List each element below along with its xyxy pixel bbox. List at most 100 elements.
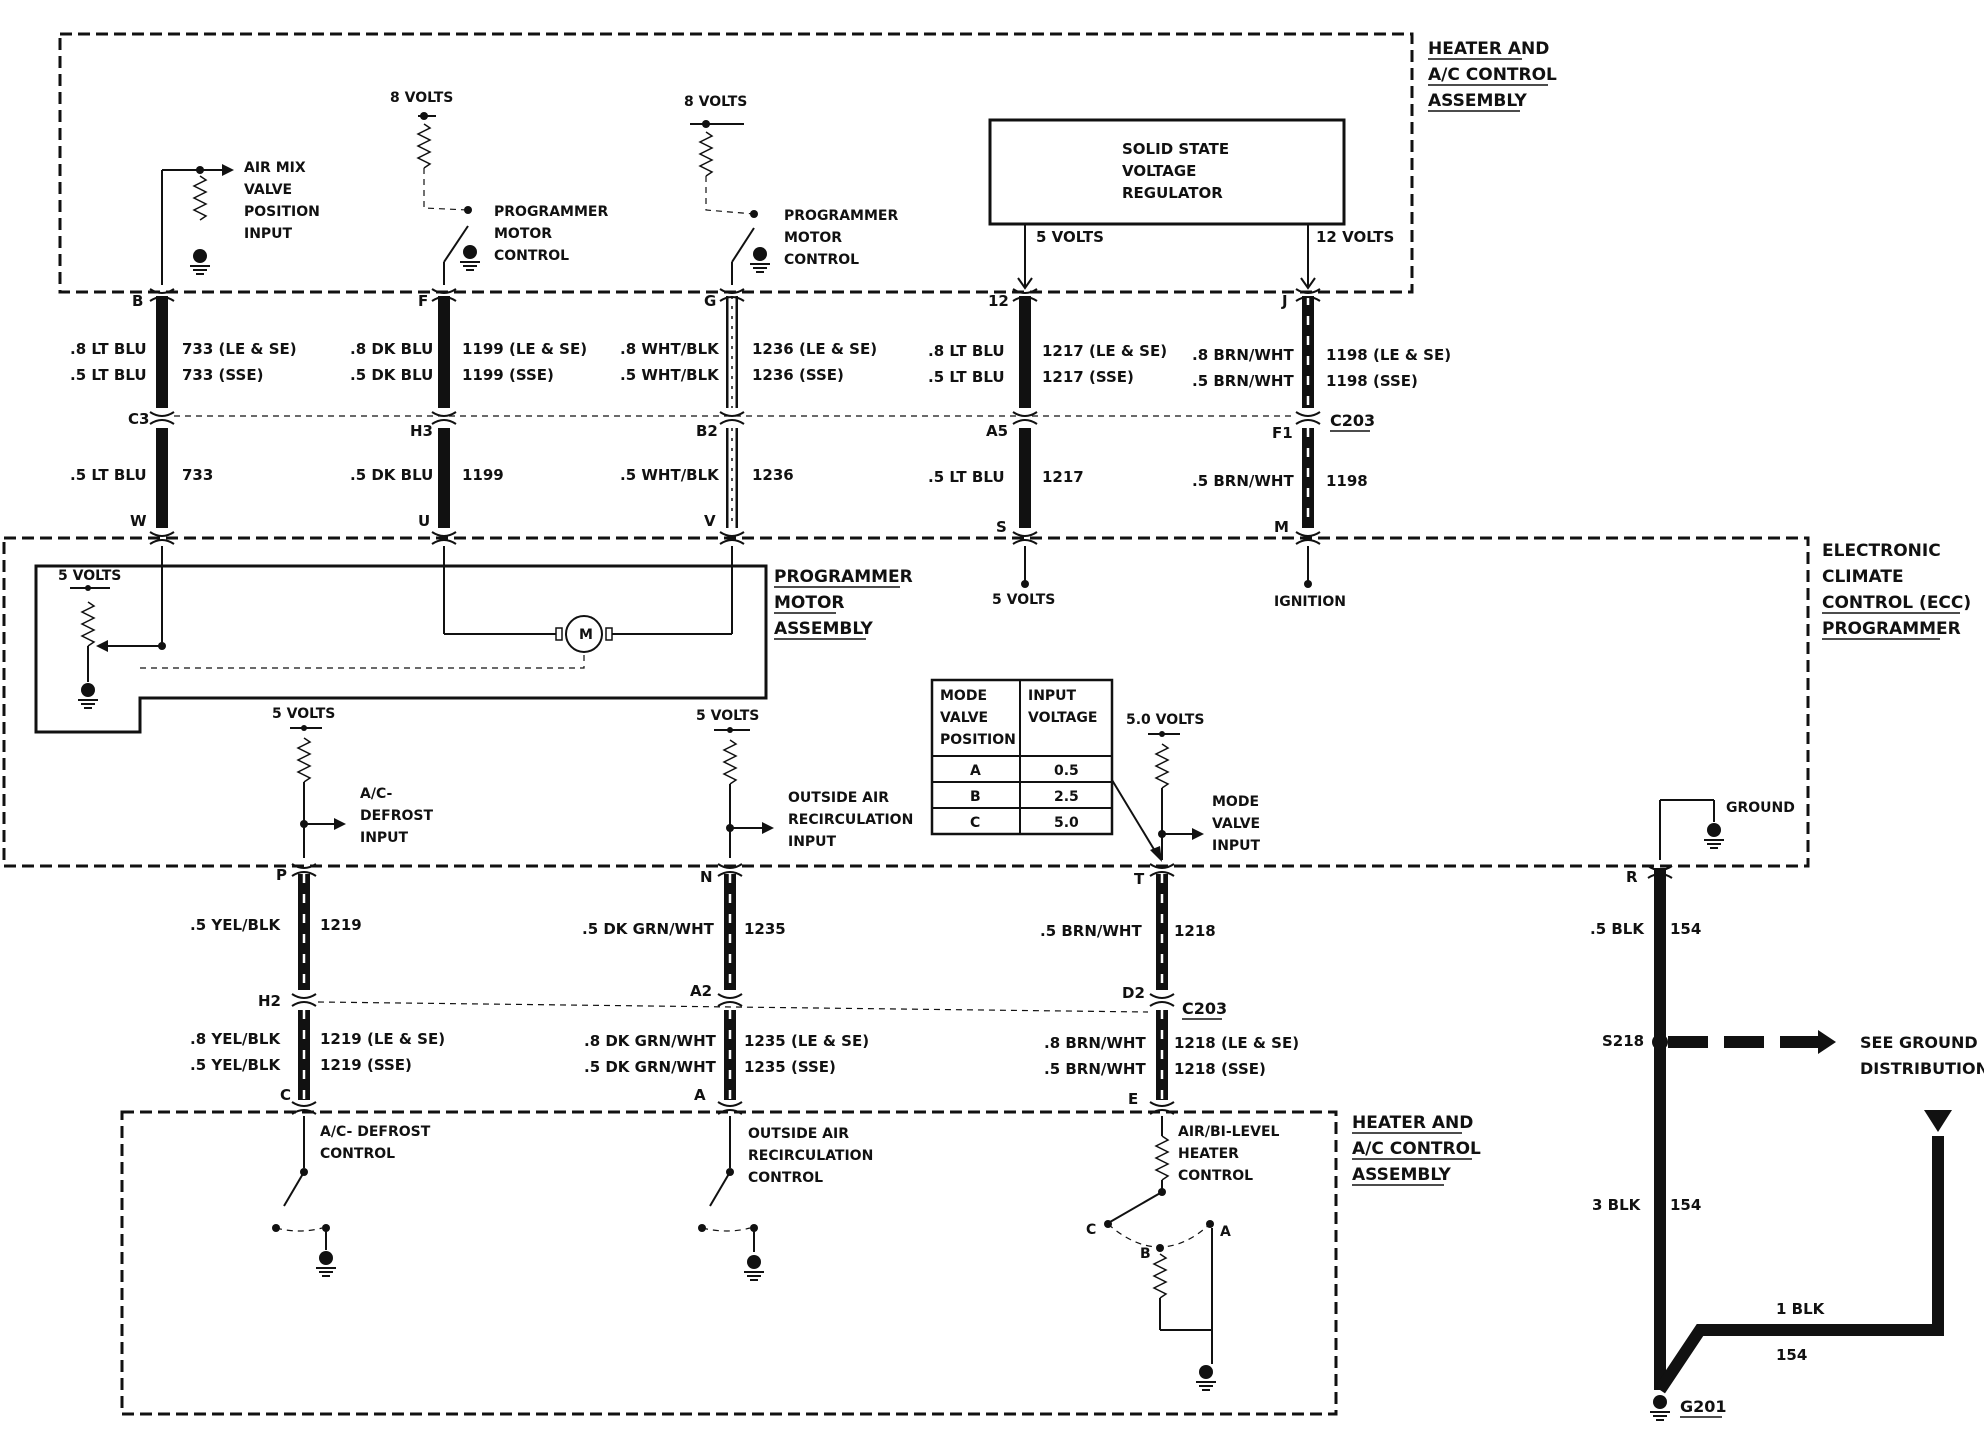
svg-text:.8 BRN/WHT: .8 BRN/WHT xyxy=(1044,1034,1146,1052)
svg-text:S218: S218 xyxy=(1602,1032,1644,1050)
connector-c203-lower: C203 xyxy=(1182,999,1227,1018)
mode-valve-input: 5.0 VOLTS MODE VALVE INPUT xyxy=(1111,712,1261,862)
svg-text:N: N xyxy=(700,868,713,886)
svg-text:1218 (SSE): 1218 (SSE) xyxy=(1174,1060,1266,1078)
svg-text:1218 (LE & SE): 1218 (LE & SE) xyxy=(1174,1034,1299,1052)
svg-text:CONTROL (ECC): CONTROL (ECC) xyxy=(1822,593,1971,613)
svg-text:5.0: 5.0 xyxy=(1054,815,1079,831)
svg-text:HEATER AND: HEATER AND xyxy=(1352,1113,1473,1133)
svg-text:.5 BRN/WHT: .5 BRN/WHT xyxy=(1044,1060,1146,1078)
svg-text:154: 154 xyxy=(1776,1346,1807,1364)
hvac-top-block-label: HEATER AND A/C CONTROL ASSEMBLY xyxy=(1428,39,1557,112)
svg-text:PROGRAMMER: PROGRAMMER xyxy=(494,204,608,220)
svg-text:INPUT: INPUT xyxy=(1028,688,1077,704)
ac-defrost-input: 5 VOLTS A/C- DEFROST INPUT xyxy=(272,706,434,858)
svg-text:VOLTAGE: VOLTAGE xyxy=(1122,162,1196,180)
programmer-motor-control-2: 8 VOLTS PROGRAMMER MOTOR CONTROL xyxy=(684,94,898,285)
svg-text:MOTOR: MOTOR xyxy=(784,230,842,246)
svg-text:REGULATOR: REGULATOR xyxy=(1122,184,1223,202)
svg-text:5.0 VOLTS: 5.0 VOLTS xyxy=(1126,712,1204,728)
svg-text:8 VOLTS: 8 VOLTS xyxy=(390,90,453,106)
svg-text:B: B xyxy=(970,789,981,805)
svg-text:1199: 1199 xyxy=(462,466,504,484)
svg-text:1236 (SSE): 1236 (SSE) xyxy=(752,366,844,384)
svg-text:INPUT: INPUT xyxy=(360,830,409,846)
mode-voltage-table: MODE VALVE POSITION INPUT VOLTAGE A 0.5 … xyxy=(930,678,1114,836)
ecc-programmer-label: ELECTRONIC CLIMATE CONTROL (ECC) PROGRAM… xyxy=(1822,541,1971,640)
svg-text:C: C xyxy=(970,815,980,831)
connector-c203-upper: C203 xyxy=(1330,411,1375,430)
svg-text:GROUND: GROUND xyxy=(1726,800,1795,816)
svg-text:C3: C3 xyxy=(128,410,149,428)
svg-text:R: R xyxy=(1626,868,1638,886)
svg-text:.5 LT BLU: .5 LT BLU xyxy=(70,366,147,384)
svg-text:RECIRCULATION: RECIRCULATION xyxy=(748,1148,873,1164)
svg-text:G201: G201 xyxy=(1680,1397,1727,1416)
svg-text:VALVE: VALVE xyxy=(1212,816,1260,832)
svg-text:CLIMATE: CLIMATE xyxy=(1822,567,1904,587)
svg-text:1219 (LE & SE): 1219 (LE & SE) xyxy=(320,1030,445,1048)
svg-text:A/C-: A/C- xyxy=(360,786,393,802)
svg-text:.5 LT BLU: .5 LT BLU xyxy=(928,368,1005,386)
svg-text:A: A xyxy=(1220,1224,1231,1240)
lower-harness: P .5 YEL/BLK 1219 H2 .8 YEL/BLK .5 YEL/B… xyxy=(190,863,1299,1115)
svg-text:VALVE: VALVE xyxy=(244,182,292,198)
svg-text:A/C CONTROL: A/C CONTROL xyxy=(1428,65,1557,85)
svg-text:.5 LT BLU: .5 LT BLU xyxy=(70,466,147,484)
svg-text:OUTSIDE AIR: OUTSIDE AIR xyxy=(748,1126,849,1142)
svg-text:1198: 1198 xyxy=(1326,472,1368,490)
svg-text:M: M xyxy=(579,627,593,643)
ecc-ground: GROUND xyxy=(1659,799,1795,860)
svg-text:1218: 1218 xyxy=(1174,922,1216,940)
svg-text:A5: A5 xyxy=(986,422,1008,440)
svg-text:.8 WHT/BLK: .8 WHT/BLK xyxy=(620,340,720,358)
svg-text:1219 (SSE): 1219 (SSE) xyxy=(320,1056,412,1074)
svg-text:ASSEMBLY: ASSEMBLY xyxy=(774,619,874,639)
svg-text:3 BLK: 3 BLK xyxy=(1592,1196,1642,1214)
svg-text:ASSEMBLY: ASSEMBLY xyxy=(1352,1165,1452,1185)
svg-text:8 VOLTS: 8 VOLTS xyxy=(684,94,747,110)
hvac-top-block-outline xyxy=(58,32,1414,294)
svg-text:A2: A2 xyxy=(690,982,712,1000)
svg-text:INPUT: INPUT xyxy=(788,834,837,850)
svg-text:.5 WHT/BLK: .5 WHT/BLK xyxy=(620,466,720,484)
svg-text:.8 DK GRN/WHT: .8 DK GRN/WHT xyxy=(584,1032,717,1050)
svg-text:.5 YEL/BLK: .5 YEL/BLK xyxy=(190,1056,281,1074)
svg-text:.8 LT BLU: .8 LT BLU xyxy=(928,342,1005,360)
svg-text:A: A xyxy=(694,1086,706,1104)
ecc-5v-supply: 5 VOLTS xyxy=(992,546,1055,608)
ecc-ignition: IGNITION xyxy=(1274,546,1346,610)
svg-text:D2: D2 xyxy=(1122,984,1145,1002)
svg-text:IGNITION: IGNITION xyxy=(1274,594,1346,610)
svg-text:F1: F1 xyxy=(1272,424,1293,442)
upper-harness: B .8 LT BLU .5 LT BLU 733 (LE & SE) 733 … xyxy=(70,288,1451,545)
svg-text:MOTOR: MOTOR xyxy=(774,593,845,613)
svg-text:U: U xyxy=(418,512,430,530)
svg-text:1217 (LE & SE): 1217 (LE & SE) xyxy=(1042,342,1167,360)
svg-text:1199 (LE & SE): 1199 (LE & SE) xyxy=(462,340,587,358)
svg-text:5 VOLTS: 5 VOLTS xyxy=(272,706,335,722)
svg-text:1235 (SSE): 1235 (SSE) xyxy=(744,1058,836,1076)
svg-text:INPUT: INPUT xyxy=(244,226,293,242)
svg-text:G: G xyxy=(704,292,716,310)
air-bilevel-heater-control: C B A AIR/BI-LEVEL HEATER CONTROL xyxy=(1086,1116,1280,1391)
svg-text:12: 12 xyxy=(988,292,1009,310)
svg-text:A/C CONTROL: A/C CONTROL xyxy=(1352,1139,1481,1159)
ecc-programmer-outline xyxy=(2,536,1810,868)
svg-text:S: S xyxy=(996,518,1007,536)
svg-text:VOLTAGE: VOLTAGE xyxy=(1028,710,1097,726)
svg-text:733: 733 xyxy=(182,466,213,484)
svg-text:MODE: MODE xyxy=(1212,794,1259,810)
svg-text:W: W xyxy=(130,512,147,530)
svg-text:1236 (LE & SE): 1236 (LE & SE) xyxy=(752,340,877,358)
svg-text:CONTROL: CONTROL xyxy=(784,252,859,268)
svg-text:0.5: 0.5 xyxy=(1054,763,1079,779)
svg-text:C: C xyxy=(1086,1222,1096,1238)
svg-text:PROGRAMMER: PROGRAMMER xyxy=(784,208,898,224)
svg-text:733 (LE & SE): 733 (LE & SE) xyxy=(182,340,297,358)
svg-text:1198 (LE & SE): 1198 (LE & SE) xyxy=(1326,346,1451,364)
programmer-motor-control-1: 8 VOLTS PROGRAMMER MOTOR CONTROL xyxy=(390,90,608,285)
svg-text:HEATER AND: HEATER AND xyxy=(1428,39,1549,59)
svg-text:CONTROL: CONTROL xyxy=(494,248,569,264)
svg-text:RECIRCULATION: RECIRCULATION xyxy=(788,812,913,828)
